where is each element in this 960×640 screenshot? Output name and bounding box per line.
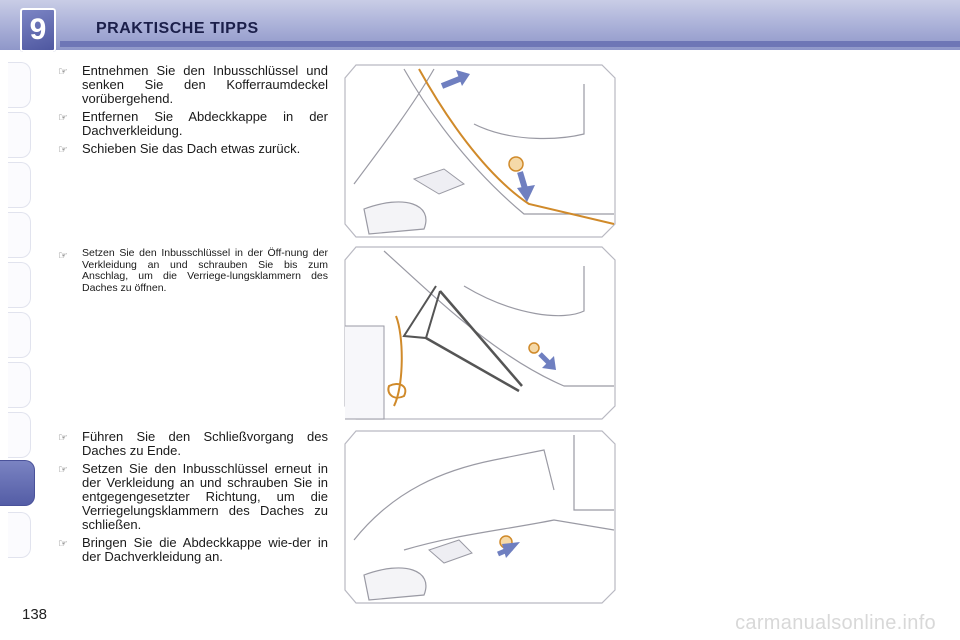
pointing-hand-icon: ☞ (58, 464, 68, 476)
pointing-hand-icon: ☞ (58, 538, 68, 550)
list-item: ☞ Entnehmen Sie den Inbusschlüssel und s… (58, 63, 328, 106)
chapter-tab-10[interactable] (8, 512, 31, 558)
chapter-number: 9 (29, 13, 47, 46)
pointing-hand-icon: ☞ (58, 66, 68, 78)
instruction-block-2: ☞ Setzen Sie den Inbusschlüssel in der Ö… (56, 247, 328, 298)
pointing-hand-icon: ☞ (58, 144, 68, 156)
instruction-block-3: ☞ Führen Sie den Schließvorgang des Dach… (56, 430, 328, 568)
illustration-remove-cap (344, 64, 616, 238)
chapter-tab-8[interactable] (8, 412, 31, 458)
chapter-tab-4[interactable] (8, 212, 31, 258)
instruction-block-1: ☞ Entnehmen Sie den Inbusschlüssel und s… (56, 64, 328, 160)
list-item: ☞ Setzen Sie den Inbusschlüssel erneut i… (58, 461, 328, 532)
chapter-badge: 9 (20, 8, 56, 52)
pointing-hand-icon: ☞ (58, 112, 68, 124)
chapter-tab-strip (0, 62, 36, 582)
chapter-tab-9-active[interactable] (0, 460, 35, 506)
chapter-tab-2[interactable] (8, 112, 31, 158)
illustration-insert-key (344, 246, 616, 420)
pointing-hand-icon: ☞ (58, 432, 68, 444)
chapter-tab-7[interactable] (8, 362, 31, 408)
watermark: carmanualsonline.info (735, 612, 936, 634)
page-number: 138 (22, 606, 48, 623)
list-item: ☞ Schieben Sie das Dach etwas zurück. (58, 141, 301, 157)
header-rule (60, 41, 960, 47)
chapter-tab-6[interactable] (8, 312, 31, 358)
chapter-tab-5[interactable] (8, 262, 31, 308)
illustration-refit-cap (344, 430, 616, 604)
list-item: ☞ Führen Sie den Schließvorgang des Dach… (58, 429, 328, 458)
list-item: ☞ Entfernen Sie Abdeckkappe in der Dachv… (58, 109, 328, 138)
page-title: PRAKTISCHE TIPPS (96, 20, 259, 37)
list-item: ☞ Bringen Sie die Abdeckkappe wie-der in… (58, 535, 328, 564)
list-item: ☞ Setzen Sie den Inbusschlüssel in der Ö… (58, 247, 328, 294)
chapter-tab-3[interactable] (8, 162, 31, 208)
chapter-tab-1[interactable] (8, 62, 31, 108)
pointing-hand-icon: ☞ (58, 250, 68, 262)
